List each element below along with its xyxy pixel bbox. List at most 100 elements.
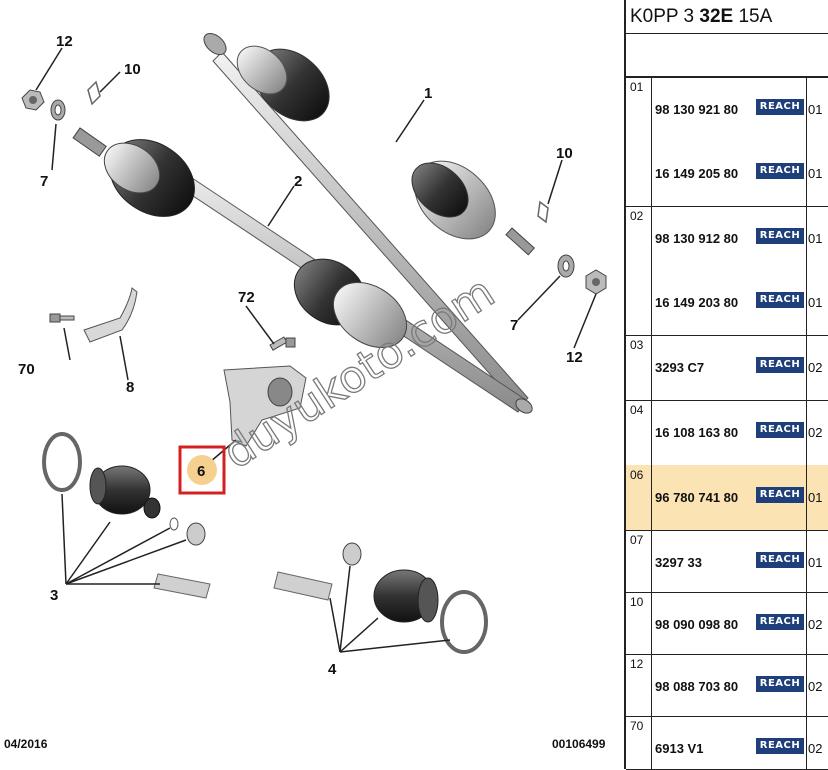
footer-date: 04/2016: [4, 737, 48, 751]
diagram-code-header: K0PP 3 32E 15A: [626, 0, 828, 34]
part-quantity: 01: [808, 231, 823, 246]
part-row[interactable]: 98 130 912 80 REACH 01: [652, 228, 828, 252]
exploded-parts-diagram: 12 10 1 7 2 10 72 7 12 70 8 6 3 4 duyuko…: [4, 29, 607, 751]
callout-3[interactable]: 3: [50, 587, 58, 604]
bracket-8[interactable]: [83, 287, 138, 343]
reach-badge: REACH: [756, 357, 804, 373]
quantity-column: [806, 654, 828, 716]
reach-badge: REACH: [756, 228, 804, 244]
part-number[interactable]: 3297 33: [655, 555, 702, 570]
part-quantity: 02: [808, 617, 823, 632]
part-quantity: 01: [808, 555, 823, 570]
part-number[interactable]: 16 149 203 80: [655, 295, 739, 310]
drive-shaft-1[interactable]: [200, 29, 536, 408]
pin-10-right[interactable]: [537, 200, 549, 224]
reach-badge: REACH: [756, 99, 804, 115]
code-prefix: K0PP 3: [630, 6, 700, 27]
quantity-column: [806, 77, 828, 206]
callout-72[interactable]: 72: [238, 289, 255, 306]
quantity-column: [806, 206, 828, 335]
quantity-column: [806, 400, 828, 465]
part-quantity: 01: [808, 295, 823, 310]
washer-7-right[interactable]: [557, 254, 575, 278]
code-suffix: 15A: [733, 6, 773, 27]
part-row[interactable]: 16 149 205 80 REACH 01: [652, 163, 828, 187]
group-index: 12: [626, 654, 652, 716]
callout-7-right[interactable]: 7: [510, 317, 518, 334]
nut-12-left[interactable]: [21, 89, 45, 111]
boot-kit-4[interactable]: [273, 542, 488, 654]
part-number[interactable]: 98 088 703 80: [655, 679, 739, 694]
group-index: 04: [626, 400, 652, 465]
part-quantity: 02: [808, 741, 823, 756]
part-quantity: 01: [808, 490, 823, 505]
leader-lines: [35, 47, 597, 653]
quantity-column: [806, 335, 828, 400]
callout-4[interactable]: 4: [328, 661, 337, 678]
group-index: 01: [626, 77, 652, 206]
part-number[interactable]: 16 108 163 80: [655, 425, 739, 440]
part-quantity: 01: [808, 166, 823, 181]
bearing-support-6[interactable]: [223, 365, 307, 447]
part-number[interactable]: 6913 V1: [655, 741, 704, 756]
reach-badge: REACH: [756, 292, 804, 308]
reach-badge: REACH: [756, 163, 804, 179]
quantity-column: [806, 716, 828, 769]
code-bold: 32E: [699, 6, 734, 27]
group-index: 03: [626, 335, 652, 400]
callout-8[interactable]: 8: [126, 379, 134, 396]
part-number[interactable]: 98 130 912 80: [655, 231, 739, 246]
quantity-column: [806, 530, 828, 592]
washer-7-left[interactable]: [50, 99, 66, 121]
callout-7-left[interactable]: 7: [40, 173, 48, 190]
bolt-70[interactable]: [49, 313, 75, 323]
callout-70[interactable]: 70: [18, 361, 35, 378]
callout-12-left[interactable]: 12: [56, 33, 73, 50]
footer-reference: 00106499: [552, 737, 606, 751]
callout-10-right[interactable]: 10: [556, 145, 573, 162]
pin-10-left[interactable]: [87, 80, 101, 106]
nut-12-right[interactable]: [585, 269, 607, 295]
callout-6[interactable]: 6: [197, 463, 205, 480]
part-number[interactable]: 98 090 098 80: [655, 617, 739, 632]
quantity-column: [806, 592, 828, 654]
group-index: 06: [626, 465, 652, 530]
selected-callout-box: [178, 445, 226, 495]
part-quantity: 02: [808, 360, 823, 375]
part-row[interactable]: 3297 33 REACH 01: [652, 552, 828, 576]
boot-kit-3[interactable]: [42, 432, 211, 599]
part-number[interactable]: 98 130 921 80: [655, 102, 739, 117]
bolt-72[interactable]: [269, 336, 296, 351]
reach-badge: REACH: [756, 552, 804, 568]
callout-1[interactable]: 1: [424, 85, 432, 102]
quantity-column: [806, 465, 828, 530]
reach-badge: REACH: [756, 422, 804, 438]
part-number[interactable]: 96 780 741 80: [655, 490, 739, 505]
callout-10-left[interactable]: 10: [124, 61, 141, 78]
part-number[interactable]: 3293 C7: [655, 360, 705, 375]
drive-shaft-2[interactable]: [72, 124, 535, 416]
part-number[interactable]: 16 149 205 80: [655, 166, 739, 181]
callout-12-right[interactable]: 12: [566, 349, 583, 366]
part-row[interactable]: 16 149 203 80 REACH 01: [652, 292, 828, 316]
part-row[interactable]: 3293 C7 REACH 02: [652, 357, 828, 381]
group-index: 70: [626, 716, 652, 769]
callout-2[interactable]: 2: [294, 173, 302, 190]
group-index: 07: [626, 530, 652, 592]
